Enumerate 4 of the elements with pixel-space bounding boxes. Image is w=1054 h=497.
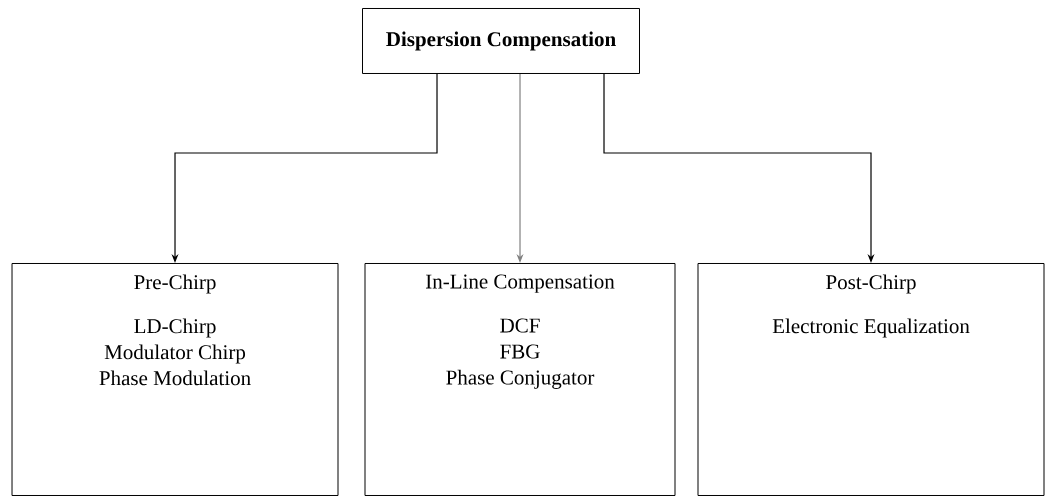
title-box: Dispersion Compensation (362, 8, 640, 74)
category-box: Pre-Chirp LD-Chirp Modulator Chirp Phase Modulation (11, 263, 339, 496)
category-box: Post-Chirp Electronic Equalization (697, 263, 1045, 496)
category-box: In-Line Compensation DCF FBG Phase Conjugator (364, 263, 676, 496)
